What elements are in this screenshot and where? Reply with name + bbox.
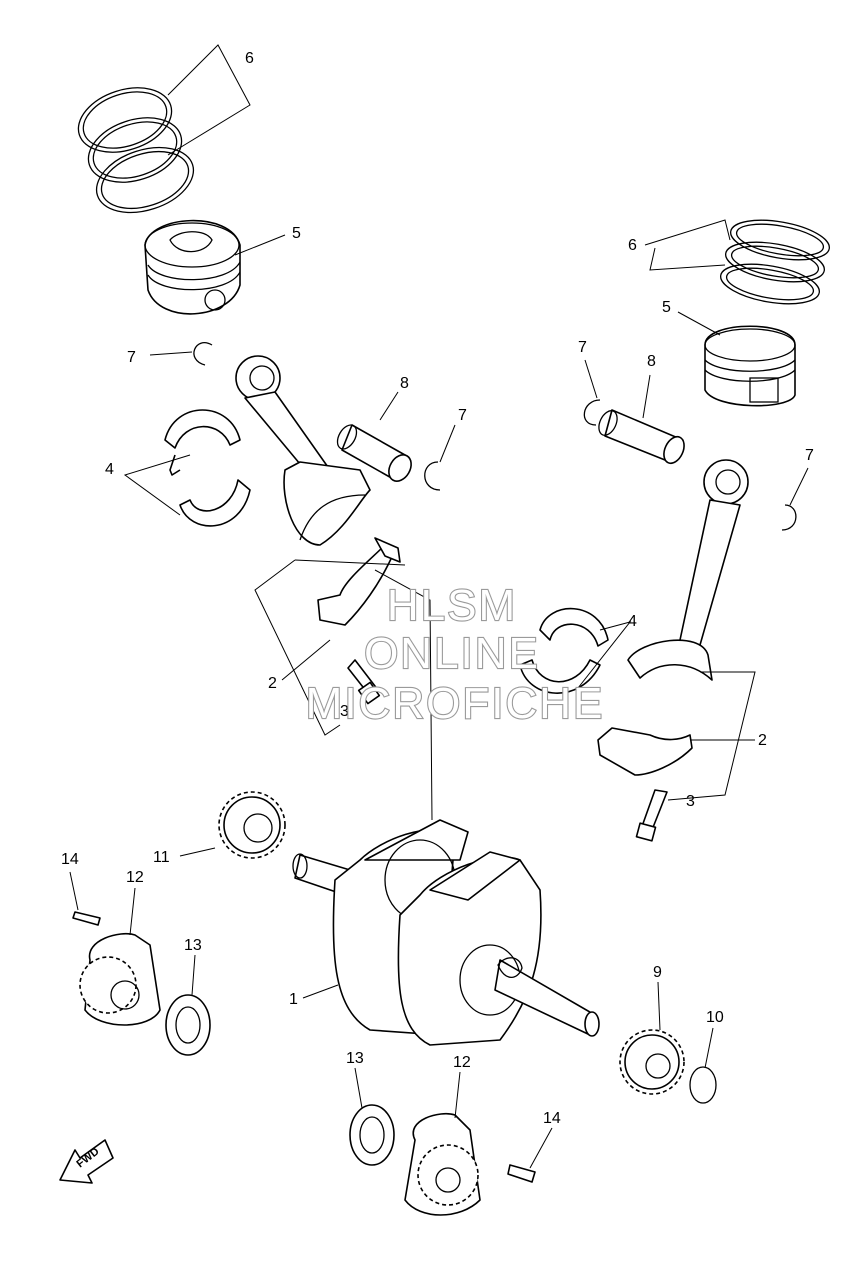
circlip-10 [689,1066,717,1104]
callout-13-left: 13 [184,937,202,954]
piston-pin-left [336,424,412,482]
fwd-arrow: FWD [59,1139,114,1184]
callout-labels: 6 5 7 8 7 4 2 3 6 5 7 8 7 4 2 3 11 14 12… [61,50,814,1127]
callout-4-left: 4 [105,461,114,478]
piston-left [144,219,241,315]
circlip-left-b [424,461,441,491]
callout-8-left: 8 [400,375,409,392]
callout-11: 11 [153,849,170,866]
callout-12-left: 12 [126,869,144,886]
piston-right [704,325,796,407]
balancer-assembly-right [349,1104,536,1216]
callout-3-right: 3 [686,793,695,810]
callout-7-left-b: 7 [458,407,467,424]
rod-bolt-left [347,659,381,705]
callout-14-right: 14 [543,1110,561,1127]
watermark-line-2: ONLINE [364,629,540,678]
rod-cap-right [597,727,693,776]
callout-5-left: 5 [292,225,301,242]
balancer-assembly-left [72,911,211,1056]
callout-1: 1 [289,991,298,1008]
callout-14-left: 14 [61,851,79,868]
connecting-rod-right [627,459,749,681]
callout-3-left: 3 [340,703,349,720]
piston-pin-right [598,409,685,465]
callout-13-right: 13 [346,1050,364,1067]
watermark-line-3: MICROFICHE [306,679,605,728]
callout-12-right: 12 [453,1054,471,1071]
callout-10: 10 [706,1009,724,1026]
circlip-right-a [583,399,601,426]
gear-11 [218,791,286,859]
callout-7-left-a: 7 [127,349,136,366]
circlip-right-b [781,504,797,531]
watermark-line-1: HLSM [387,581,517,630]
callout-7-right-a: 7 [578,339,587,356]
callout-9: 9 [653,964,662,981]
watermark: HLSM ONLINE MICROFICHE [305,580,605,729]
rod-cap-left [317,537,401,626]
callout-5-right: 5 [662,299,671,316]
callout-7-right-b: 7 [805,447,814,464]
callout-6-right: 6 [628,237,637,254]
callout-4-right: 4 [628,613,637,630]
piston-ring-set-right [720,219,830,305]
gear-9 [619,1029,685,1095]
piston-ring-set-left [77,87,195,214]
callout-8-right: 8 [647,353,656,370]
bearing-shells-left [164,409,251,527]
callout-2-left: 2 [268,675,277,692]
callout-2-right: 2 [758,732,767,749]
callout-6-left: 6 [245,50,254,67]
circlip-left-a [193,342,213,366]
leader-lines [69,44,809,1169]
rod-bolt-right [635,789,668,842]
connecting-rod-left [235,355,371,546]
crankshaft [292,819,600,1046]
